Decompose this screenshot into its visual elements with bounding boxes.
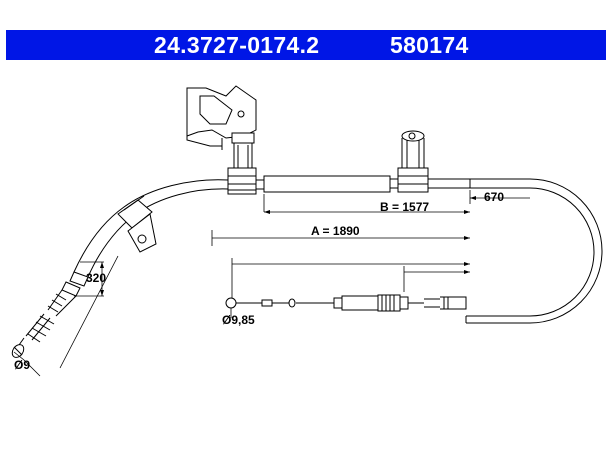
right-clamp [397,130,429,193]
part-number: 24.3727-0174.2 [154,32,320,58]
left-end-fitting [11,271,89,358]
dim-diameter-left: Ø9 [14,358,30,372]
right-end-fitting [225,294,467,312]
center-tube [228,175,470,193]
left-bracket [186,85,257,195]
dim-diameter-right: Ø9,85 [222,313,255,327]
dim-670: 670 [484,190,504,204]
cable-sheath [73,178,603,324]
reference-number: 580174 [390,32,469,58]
dim-a: A = 1890 [311,224,360,238]
dimension-arrows [100,196,476,296]
left-sleeve [117,195,157,253]
dimension-lines [13,190,530,377]
title-bar: 24.3727-0174.2 580174 [6,30,606,60]
dim-320: 320 [86,271,106,285]
dim-b: B = 1577 [380,200,429,214]
